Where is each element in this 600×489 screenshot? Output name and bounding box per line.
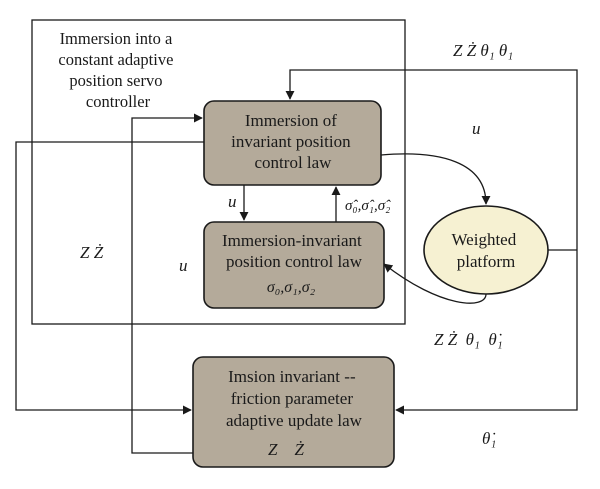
signal-z-zdot-left: Z Ż bbox=[80, 243, 104, 262]
arrow-left-to-friction bbox=[15, 141, 204, 415]
friction-update-law-block bbox=[192, 356, 395, 468]
signal-u-down: u bbox=[228, 192, 237, 211]
friction-update-law-label: Imsion invariant -- friction parameter a… bbox=[226, 367, 363, 430]
arrow-theta-dot-to-friction bbox=[395, 252, 578, 415]
arrow-friction-to-top bbox=[131, 113, 203, 454]
arrow-top-feedback bbox=[285, 69, 578, 252]
friction-update-vars: Z Ż bbox=[268, 440, 304, 459]
signal-top-right: Z Ż θ₁ θ₁ bbox=[453, 41, 513, 60]
ii-position-law-label: Immersion-invariant position control law bbox=[222, 231, 366, 271]
weighted-platform-label: Weighted platform bbox=[452, 230, 521, 271]
ii-position-law-params: σ₀,σ₁,σ₂ bbox=[267, 279, 316, 296]
signal-theta-dot-bottom: θ̇₁ bbox=[482, 429, 496, 448]
signal-sigma-hats: σ̂₀,σ̂₁,σ̂₂ bbox=[345, 198, 391, 214]
outer-frame-label: Immersion into a constant adaptive posit… bbox=[58, 29, 177, 111]
arrow-platform-to-ii bbox=[383, 263, 487, 304]
weighted-platform bbox=[423, 205, 549, 295]
outer-frame bbox=[31, 19, 406, 325]
signal-feedback-mid: Z Ż θ₁ θ̇₁ bbox=[434, 330, 503, 349]
arrow-u-to-platform bbox=[380, 153, 491, 205]
immersion-law-block bbox=[203, 100, 382, 186]
signal-u-left: u bbox=[179, 256, 188, 275]
signal-u-to-platform: u bbox=[472, 119, 481, 138]
immersion-law-label: Immersion of invariant position control … bbox=[231, 111, 355, 172]
